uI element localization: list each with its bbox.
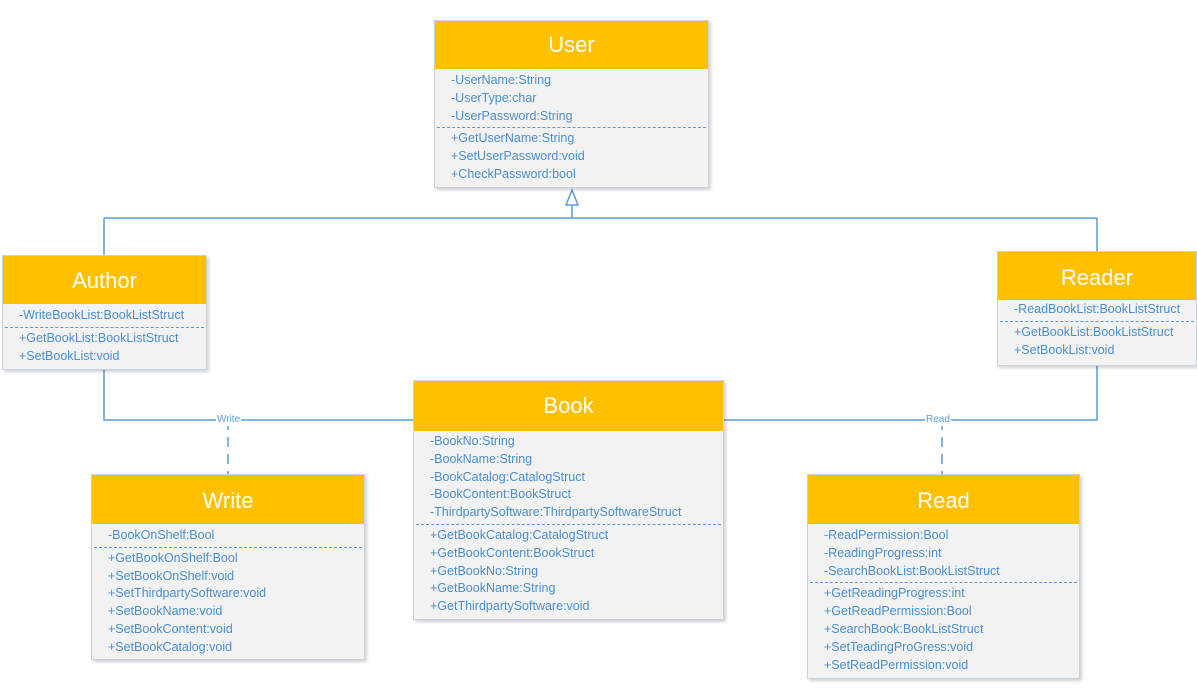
method: +GetThirdpartySoftware:void (430, 599, 590, 614)
class-read-attributes: -ReadPermission:Bool -ReadingProgress:in… (808, 524, 1079, 580)
class-read-name: Read (808, 475, 1079, 524)
method: +GetBookOnShelf:Bool (108, 550, 238, 565)
attribute: -BookOnShelf:Bool (108, 528, 215, 542)
section-divider (437, 127, 706, 129)
attribute: -UserName:String (451, 73, 552, 87)
section-divider (416, 523, 721, 525)
class-write-attributes: -BookOnShelf:Bool (92, 524, 364, 545)
class-user-name: User (435, 21, 708, 69)
section-divider (810, 582, 1077, 584)
method: +SetReadPermission:void (824, 657, 969, 672)
class-user[interactable]: User -UserName:String -UserType:char -Us… (434, 20, 709, 188)
class-reader[interactable]: Reader -ReadBookList:BookListStruct +Get… (997, 251, 1197, 366)
method: +SetThirdpartySoftware:void (108, 586, 267, 601)
attribute: -SearchBookList:BookListStruct (824, 563, 1000, 578)
method: +SearchBook:BookListStruct (824, 621, 984, 636)
association-label-write: Write (216, 414, 242, 426)
generalization-arrowhead (564, 187, 580, 206)
class-read[interactable]: Read -ReadPermission:Bool -ReadingProgre… (807, 474, 1080, 679)
method: +SetBookContent:void (108, 621, 233, 636)
method: +SetBookName:void (108, 604, 223, 619)
class-reader-attributes: -ReadBookList:BookListStruct (998, 300, 1196, 319)
class-author-attributes: -WriteBookList:BookListStruct (3, 304, 206, 325)
attribute: -ReadBookList:BookListStruct (1014, 302, 1181, 316)
attribute: -ReadingProgress:int (824, 545, 942, 560)
method: +GetBookCatalog:CatalogStruct (430, 527, 609, 542)
attribute: -BookName:String (430, 451, 533, 466)
method: +SetBookList:void (1014, 342, 1115, 357)
method: +CheckPassword:bool (451, 166, 576, 181)
method: +SetBookCatalog:void (108, 639, 233, 654)
association-author-book (103, 370, 413, 421)
section-divider (5, 326, 204, 328)
method: +GetReadingProgress:int (824, 586, 965, 601)
attribute: -UserType:char (451, 90, 537, 105)
class-write-methods: +GetBookOnShelf:Bool +SetBookOnShelf:voi… (92, 550, 364, 657)
class-read-methods: +GetReadingProgress:int +GetReadPermissi… (808, 585, 1079, 674)
class-book-methods: +GetBookCatalog:CatalogStruct +GetBookCo… (414, 527, 723, 616)
method: +GetReadPermission:Bool (824, 604, 972, 619)
class-reader-name: Reader (998, 252, 1196, 300)
attribute: -WriteBookList:BookListStruct (19, 308, 185, 322)
method: +SetTeadingProGress:void (824, 639, 974, 654)
method: +SetBookOnShelf:void (108, 568, 235, 583)
section-divider (1000, 320, 1194, 322)
class-write[interactable]: Write -BookOnShelf:Bool +GetBookOnShelf:… (91, 474, 365, 660)
association-label-read: Read (925, 414, 951, 426)
class-reader-methods: +GetBookList:BookListStruct +SetBookList… (998, 324, 1196, 360)
class-book-name: Book (414, 381, 723, 431)
method: +GetBookList:BookListStruct (19, 330, 179, 345)
attribute: -BookCatalog:CatalogStruct (430, 469, 585, 484)
class-book[interactable]: Book -BookNo:String -BookName:String -Bo… (413, 380, 724, 620)
class-author[interactable]: Author -WriteBookList:BookListStruct +Ge… (2, 255, 207, 370)
class-user-attributes: -UserName:String -UserType:char -UserPas… (435, 69, 708, 125)
attribute: -UserPassword:String (451, 108, 573, 123)
association-reader-book (724, 366, 1098, 421)
method: +GetBookList:BookListStruct (1014, 324, 1174, 339)
class-author-name: Author (3, 256, 206, 304)
class-author-methods: +GetBookList:BookListStruct +SetBookList… (3, 330, 206, 366)
method: +GetBookContent:BookStruct (430, 545, 595, 560)
section-divider (94, 546, 362, 548)
method: +GetBookNo:String (430, 563, 539, 578)
method: +GetBookName:String (430, 581, 556, 596)
attribute: -BookNo:String (430, 434, 515, 448)
class-book-attributes: -BookNo:String -BookName:String -BookCat… (414, 431, 723, 522)
method: +SetBookList:void (19, 348, 120, 363)
class-write-name: Write (92, 475, 364, 524)
attribute: -BookContent:BookStruct (430, 487, 572, 502)
class-user-methods: +GetUserName:String +SetUserPassword:voi… (435, 130, 708, 183)
method: +GetUserName:String (451, 131, 575, 146)
attribute: -ThirdpartySoftware:ThirdpartySoftwareSt… (430, 505, 682, 520)
attribute: -ReadPermission:Bool (824, 528, 949, 542)
method: +SetUserPassword:void (451, 149, 585, 164)
